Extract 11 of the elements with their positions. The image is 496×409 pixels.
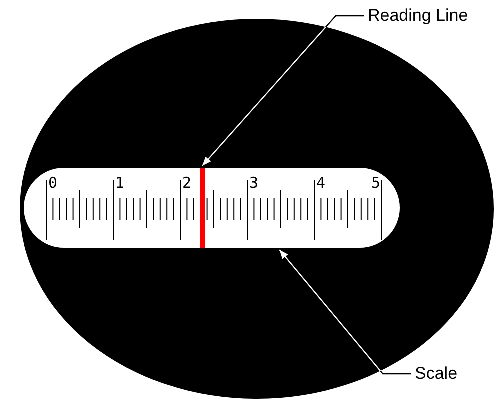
callout-label: Reading Line bbox=[368, 6, 468, 26]
leader-line bbox=[202, 15, 364, 166]
scale-number: 3 bbox=[250, 176, 259, 191]
scale-number: 1 bbox=[116, 176, 125, 191]
scale-number: 2 bbox=[182, 176, 192, 191]
scale-number: 0 bbox=[48, 176, 58, 191]
scale-number: 5 bbox=[372, 176, 381, 191]
leader-line bbox=[279, 250, 411, 375]
callout-label: Scale bbox=[415, 364, 458, 384]
scale-number: 4 bbox=[316, 176, 326, 191]
measuring-scale bbox=[24, 168, 400, 248]
